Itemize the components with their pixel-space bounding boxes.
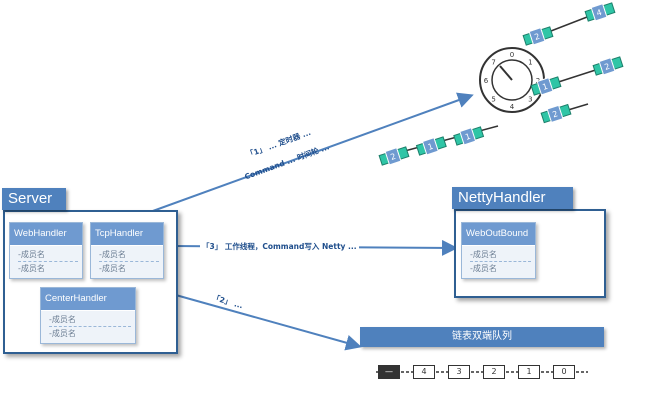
deque-node: — xyxy=(378,365,400,379)
timer-task-round: 1 xyxy=(427,142,435,152)
timer-task: 2 xyxy=(378,146,410,166)
tcphandler-class[interactable]: TcpHandler -成员名 -成员名 xyxy=(90,222,164,279)
deque-node: 3 xyxy=(448,365,470,379)
wheel-slot: 1 xyxy=(528,59,532,67)
nettyhandler-title: NettyHandler xyxy=(452,187,573,209)
timing-wheel: 01234567 xyxy=(479,47,545,113)
tcphandler-field: -成员名 xyxy=(99,264,126,273)
wheel-slot: 3 xyxy=(528,95,532,103)
weboutbound-field: -成员名 xyxy=(470,248,531,262)
weboutbound-field: -成员名 xyxy=(470,264,497,273)
centerhandler-name: CenterHandler xyxy=(41,288,135,311)
centerhandler-field: -成员名 xyxy=(49,329,76,338)
webhandler-field: -成员名 xyxy=(18,264,45,273)
timer-task-round: 1 xyxy=(464,132,472,142)
weboutbound-class[interactable]: WebOutBound -成员名 -成员名 xyxy=(461,222,536,279)
timer-task: 2 xyxy=(540,103,572,124)
centerhandler-field: -成员名 xyxy=(49,313,131,327)
timer-task: 4 xyxy=(584,2,616,22)
wheel-slot: 7 xyxy=(491,59,495,67)
arrow-to-timing-wheel xyxy=(127,92,474,221)
webhandler-class[interactable]: WebHandler -成员名 -成员名 xyxy=(9,222,83,279)
deque-node: 1 xyxy=(518,365,540,379)
timer-task: 2 xyxy=(592,56,624,76)
centerhandler-class[interactable]: CenterHandler -成员名 -成员名 xyxy=(40,287,136,344)
timer-task: 2 xyxy=(522,26,554,46)
timer-task-round: 1 xyxy=(541,82,549,92)
timer-task-round: 4 xyxy=(595,8,603,18)
timer-task-round: 2 xyxy=(533,32,541,42)
tcphandler-field: -成员名 xyxy=(99,248,159,262)
timer-task-round: 2 xyxy=(603,62,611,72)
deque-node: 0 xyxy=(553,365,575,379)
wheel-slot: 6 xyxy=(484,77,489,85)
wheel-slot: 4 xyxy=(510,103,515,111)
timer-task: 1 xyxy=(530,76,562,96)
deque-node: 2 xyxy=(483,365,505,379)
timer-task: 1 xyxy=(415,136,447,156)
timer-task-round: 2 xyxy=(551,109,559,119)
timer-task-round: 2 xyxy=(389,152,397,162)
wheel-slot: 5 xyxy=(491,95,495,103)
tcphandler-name: TcpHandler xyxy=(91,223,163,246)
server-title: Server xyxy=(2,188,66,210)
webhandler-name: WebHandler xyxy=(10,223,82,246)
deque-title: 链表双端队列 xyxy=(360,327,604,347)
deque-node: 4 xyxy=(413,365,435,379)
webhandler-field: -成员名 xyxy=(18,248,78,262)
weboutbound-name: WebOutBound xyxy=(462,223,535,246)
arrow-label-2: 「3」 工作线程，Command写入 Netty ... xyxy=(200,241,359,252)
wheel-slot: 0 xyxy=(510,51,514,59)
timer-task: 1 xyxy=(453,126,485,146)
